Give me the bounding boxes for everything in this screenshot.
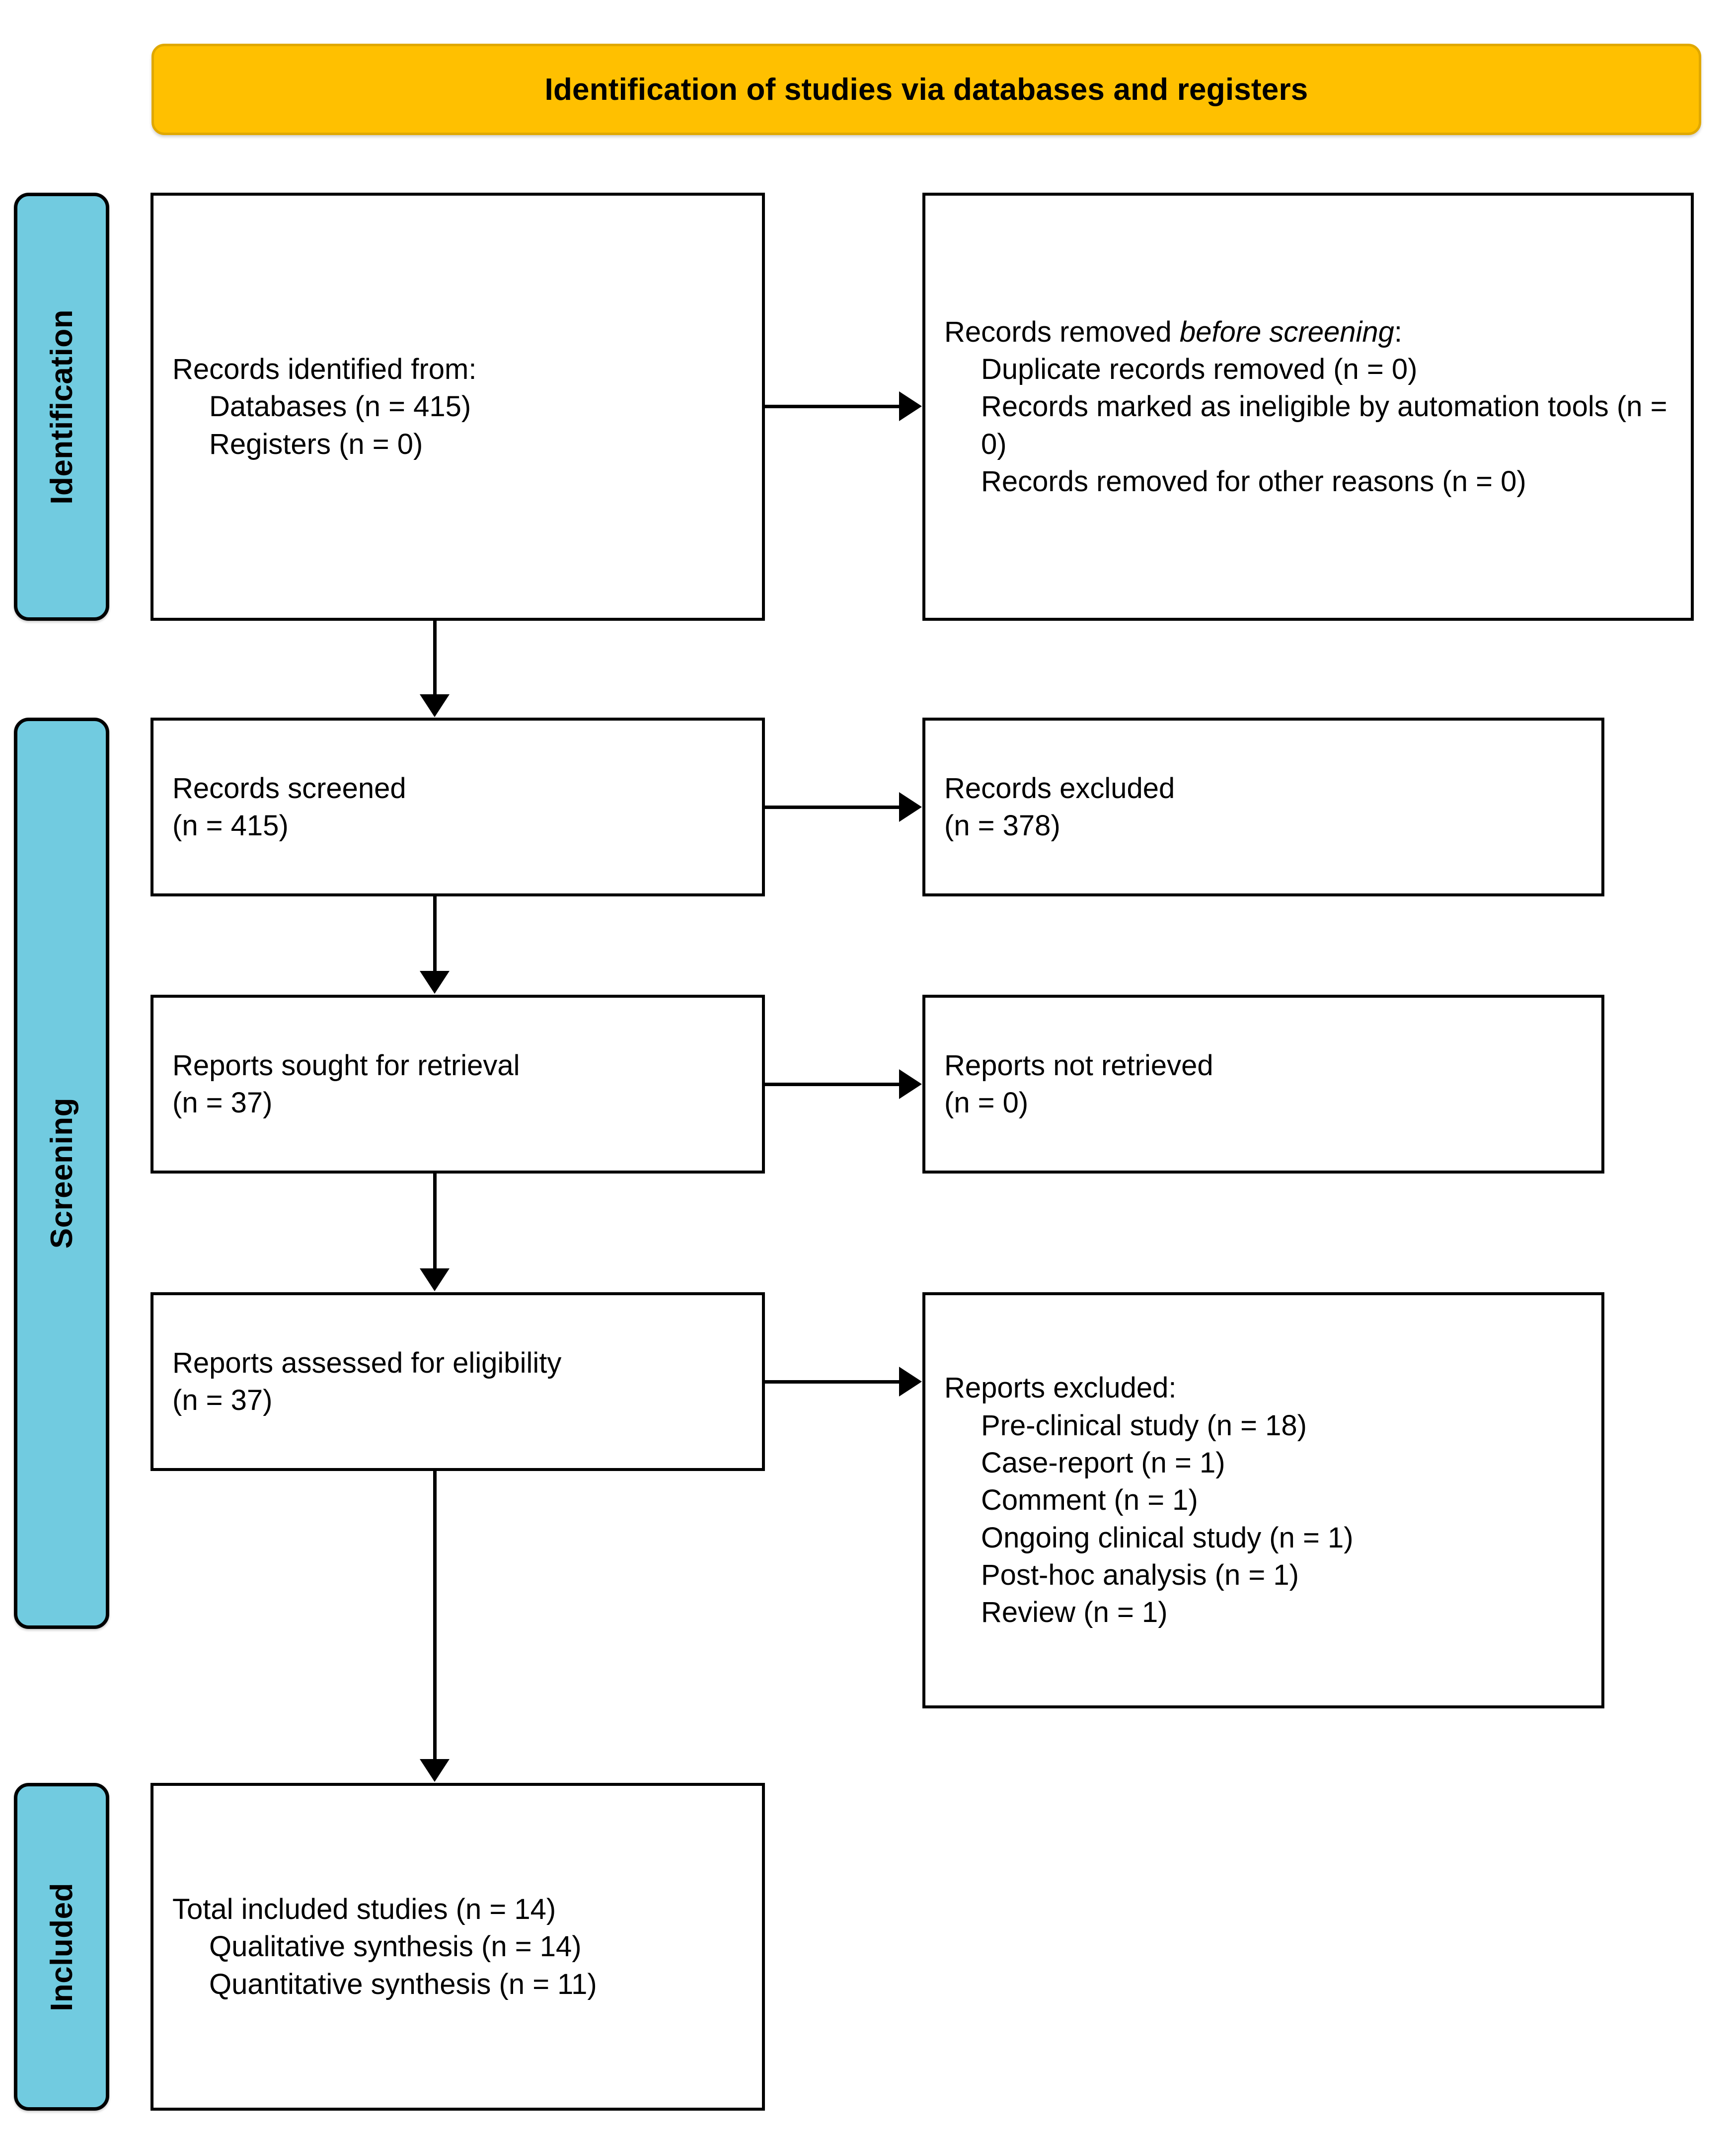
box-records-identified: Records identified from: Databases (n = … [151,193,765,621]
reports-excluded-reason-post-hoc: Post-hoc analysis (n = 1) [981,1559,1299,1592]
box-records-excluded: Records excluded (n = 378) [922,718,1604,896]
phase-label-screening-text: Screening [44,1098,79,1249]
arrowhead-down-assessed [420,1268,450,1291]
reports-excluded-reason-case-report: Case-report (n = 1) [981,1446,1225,1479]
reports-excluded-reason-review: Review (n = 1) [981,1596,1168,1629]
box-reports-not-retrieved: Reports not retrieved (n = 0) [922,995,1604,1174]
connector-screened-to-records-excluded [765,806,904,809]
phase-label-identification-text: Identification [44,309,79,505]
reports-excluded-reason-ongoing-study: Ongoing clinical study (n = 1) [981,1521,1354,1554]
diagram-title: Identification of studies via databases … [544,72,1308,107]
records-removed-duplicates: Duplicate records removed (n = 0) [981,353,1418,385]
reports-sought-label: Reports sought for retrieval [172,1049,520,1082]
connector-identified-to-removed [765,405,904,408]
arrowhead-right-not-retrieved [899,1069,922,1099]
reports-sought-count: (n = 37) [172,1087,273,1119]
records-excluded-label: Records excluded [944,772,1175,805]
included-total-label: Total included studies (n = 14) [172,1893,556,1925]
reports-not-retrieved-label: Reports not retrieved [944,1049,1213,1082]
reports-not-retrieved-count: (n = 0) [944,1087,1029,1119]
connector-sought-to-assessed [433,1174,437,1269]
arrowhead-down-sought [420,971,450,994]
box-records-screened: Records screened (n = 415) [151,718,765,896]
arrowhead-right-removed [899,391,922,421]
records-removed-heading-b: : [1394,315,1403,348]
records-removed-automation: Records marked as ineligible by automati… [981,390,1667,460]
box-records-removed-before-screening: Records removed before screening: Duplic… [922,193,1694,621]
connector-assessed-to-reports-excluded [765,1380,904,1384]
records-screened-label: Records screened [172,772,406,805]
records-screened-count: (n = 415) [172,809,289,842]
records-removed-heading: Records removed before screening: [944,313,1672,351]
records-identified-heading: Records identified from: [172,353,477,385]
reports-excluded-heading: Reports excluded: [944,1372,1177,1404]
phase-label-included-text: Included [44,1882,79,2011]
connector-assessed-to-included [433,1471,437,1759]
reports-excluded-reason-pre-clinical: Pre-clinical study (n = 18) [981,1409,1307,1442]
records-removed-heading-emphasis: before screening [1179,315,1394,348]
records-identified-registers: Registers (n = 0) [209,428,423,460]
included-quantitative: Quantitative synthesis (n = 11) [209,1968,597,2000]
included-qualitative: Qualitative synthesis (n = 14) [209,1930,582,1963]
reports-assessed-label: Reports assessed for eligibility [172,1346,562,1379]
box-total-included-studies: Total included studies (n = 14) Qualitat… [151,1783,765,2111]
arrowhead-right-reports-excluded [899,1367,922,1397]
records-excluded-count: (n = 378) [944,809,1060,842]
phase-label-identification: Identification [14,193,109,621]
box-reports-sought-for-retrieval: Reports sought for retrieval (n = 37) [151,995,765,1174]
box-reports-assessed-for-eligibility: Reports assessed for eligibility (n = 37… [151,1292,765,1471]
connector-screened-to-sought [433,896,437,971]
phase-label-screening: Screening [14,718,109,1629]
reports-assessed-count: (n = 37) [172,1384,273,1416]
phase-label-included: Included [14,1783,109,2111]
records-removed-heading-a: Records removed [944,315,1180,348]
records-identified-databases: Databases (n = 415) [209,390,471,423]
arrowhead-down-screened [420,694,450,717]
arrowhead-down-included [420,1759,450,1782]
connector-sought-to-not-retrieved [765,1083,904,1086]
arrowhead-right-records-excluded [899,792,922,822]
connector-identified-to-screened [433,621,437,695]
box-reports-excluded: Reports excluded: Pre-clinical study (n … [922,1292,1604,1708]
reports-excluded-reason-comment: Comment (n = 1) [981,1484,1198,1517]
diagram-title-banner: Identification of studies via databases … [151,44,1701,135]
records-removed-other: Records removed for other reasons (n = 0… [981,465,1526,498]
